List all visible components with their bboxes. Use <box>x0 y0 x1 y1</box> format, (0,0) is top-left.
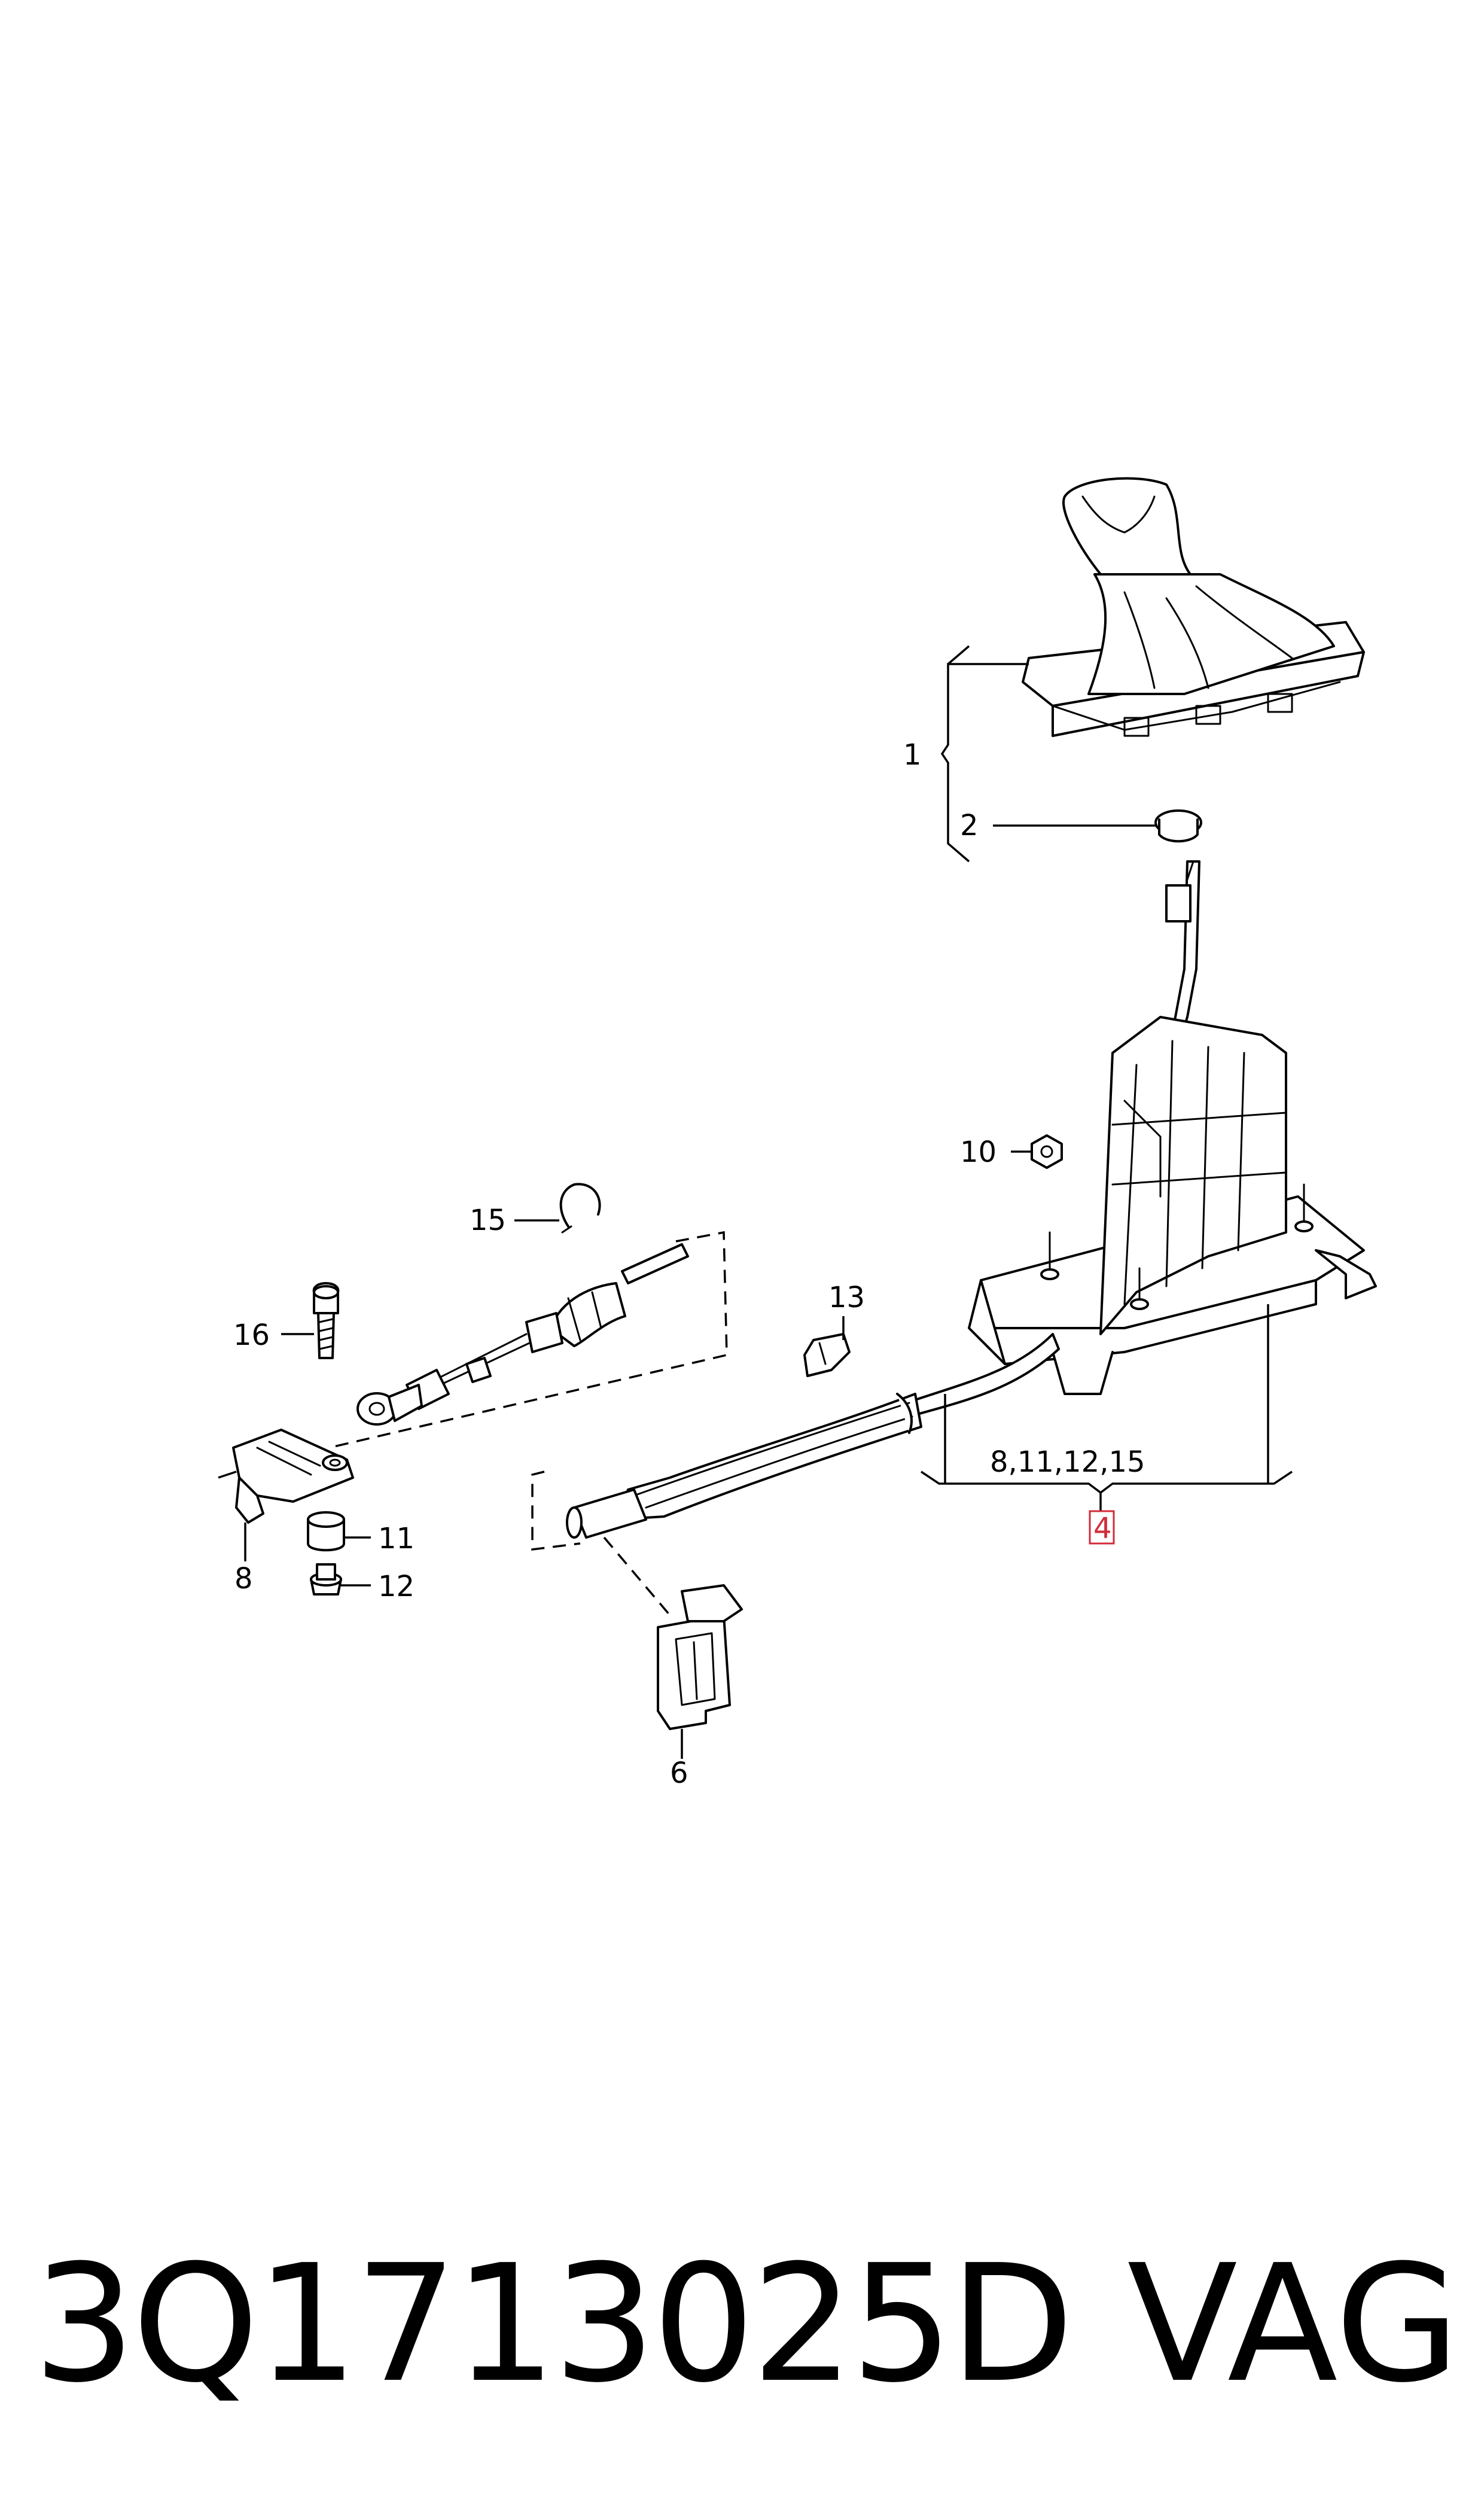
bushing <box>307 1511 345 1552</box>
callout-2: 2 <box>960 809 979 842</box>
callout-15: 15 <box>470 1204 506 1237</box>
leader-lines <box>244 645 1293 1759</box>
brand-label: VAG <box>1127 2230 1460 2418</box>
callout-13: 13 <box>828 1281 865 1314</box>
callout-11: 11 <box>378 1522 415 1555</box>
cable-bracket <box>657 1584 743 1730</box>
callout-group-label: 8,11,12,15 <box>990 1445 1145 1479</box>
cable-clip <box>803 1333 851 1377</box>
bolt <box>312 1282 340 1359</box>
callout-4[interactable]: 4 <box>1093 1512 1112 1545</box>
callout-6: 6 <box>670 1756 688 1790</box>
retaining-clip <box>1154 809 1202 843</box>
retaining-ring <box>559 1183 601 1234</box>
dashed-guides <box>328 1231 728 1616</box>
hex-nut <box>1031 1134 1063 1169</box>
callout-4-highlight-box <box>1089 1510 1115 1545</box>
shift-knob-assembly <box>1022 477 1365 737</box>
callout-8: 8 <box>234 1562 253 1596</box>
selector-cable <box>566 1333 1060 1539</box>
callout-12: 12 <box>378 1570 415 1603</box>
selector-mechanism <box>968 1016 1377 1395</box>
part-number: 3Q1713025D <box>33 2230 1074 2418</box>
sleeve <box>310 1563 342 1596</box>
mounting-bracket <box>218 1429 354 1524</box>
callout-1: 1 <box>903 738 922 772</box>
callout-10: 10 <box>960 1135 997 1169</box>
callout-16: 16 <box>233 1319 270 1352</box>
cable-end-adjuster <box>356 1243 689 1426</box>
